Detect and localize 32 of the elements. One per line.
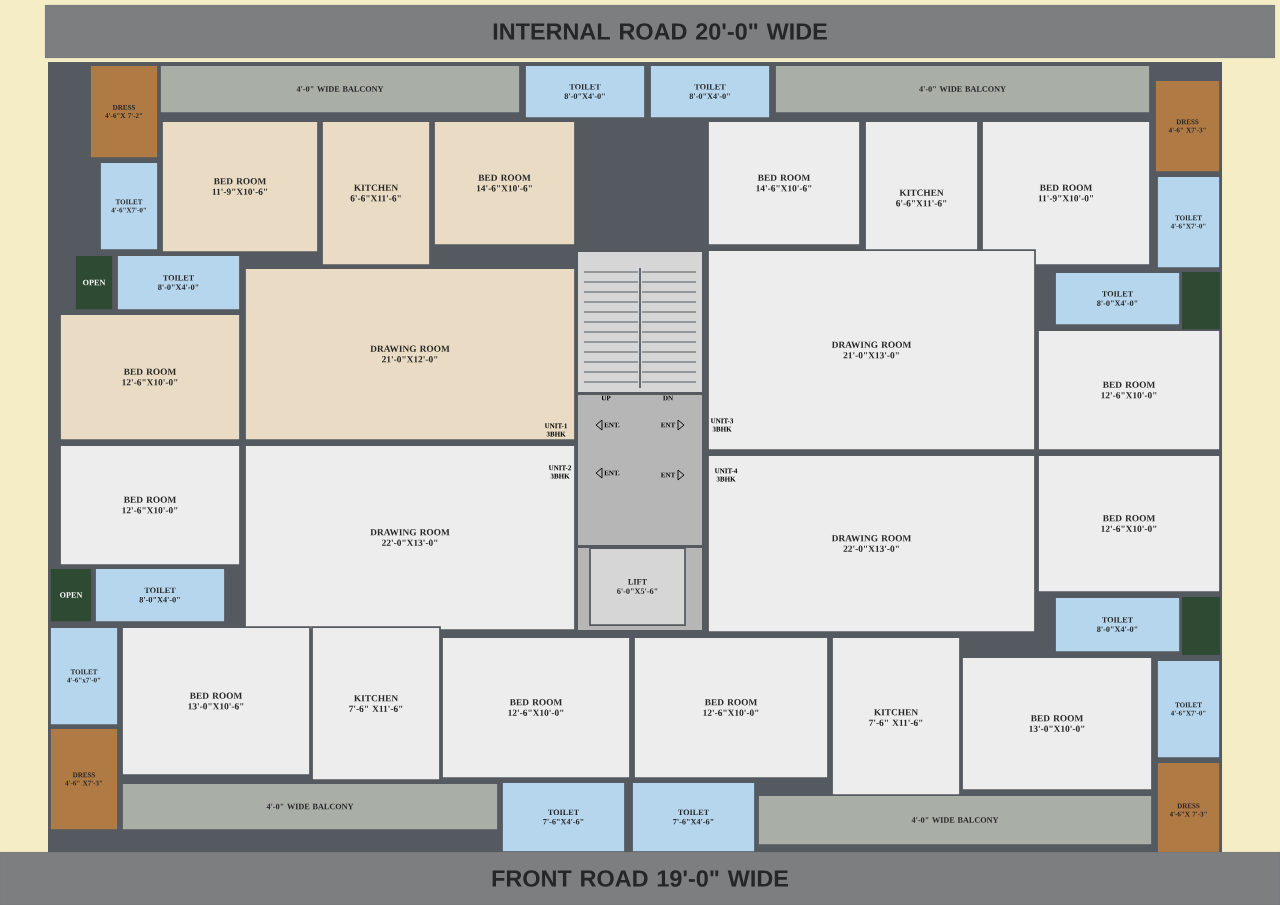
open-shaft: OPEN [49, 567, 93, 623]
room: BED ROOM 12'-6"X10'-0" [59, 313, 241, 441]
room: BED ROOM 12'-6"X10'-0" [1037, 454, 1221, 593]
toilet-room: TOILET 7'-6"X4'-6" [501, 781, 626, 853]
balcony: 4'-0" WIDE BALCONY [121, 782, 499, 831]
toilet-room: TOILET 8'-0"X4'-0" [116, 254, 241, 311]
toilet-room: TOILET 8'-0"X4'-0" [524, 64, 646, 119]
room: BED ROOM 12'-6"X10'-0" [441, 636, 631, 779]
toilet-room: TOILET 7'-6"X4'-6" [631, 781, 756, 853]
road-band: FRONT ROAD 19'-0" WIDE [0, 851, 1280, 905]
balcony: 4'-0" WIDE BALCONY [774, 64, 1151, 114]
balcony: 4'-0" WIDE BALCONY [757, 794, 1153, 846]
room: BED ROOM 14'-6"X10'-6" [707, 120, 861, 246]
room: BED ROOM 12'-6"X10'-0" [59, 444, 241, 566]
room: KITCHEN 6'-6"X11'-6" [321, 120, 431, 266]
room: BED ROOM 12'-6"X10'-0" [633, 636, 829, 779]
room: KITCHEN 7'-6" X11'-6" [831, 636, 961, 799]
toilet-room: TOILET 8'-0"X4'-0" [94, 567, 226, 623]
toilet-room: TOILET 8'-0"X4'-0" [649, 64, 771, 119]
room: BED ROOM 13'-0"X10'-0" [961, 656, 1153, 791]
road-band: INTERNAL ROAD 20'-0" WIDE [44, 4, 1276, 59]
room: BED ROOM 11'-9"X10'-6" [161, 120, 319, 253]
toilet-room: TOILET 8'-0"X4'-0" [1054, 271, 1181, 326]
room: BED ROOM 11'-9"X10'-0" [981, 120, 1151, 266]
room: BED ROOM 14'-6"X10'-6" [433, 120, 576, 246]
open-shaft: OPEN [74, 254, 114, 311]
balcony: 4'-0" WIDE BALCONY [159, 64, 521, 114]
toilet-room: TOILET 8'-0"X4'-0" [1054, 596, 1181, 653]
lift-room: LIFT 6'-0"X5'-6" [589, 547, 686, 626]
room: KITCHEN 7'-6" X11'-6" [311, 626, 441, 781]
room: BED ROOM 13'-0"X10'-6" [121, 626, 311, 776]
room: BED ROOM 12'-6"X10'-0" [1037, 329, 1221, 451]
